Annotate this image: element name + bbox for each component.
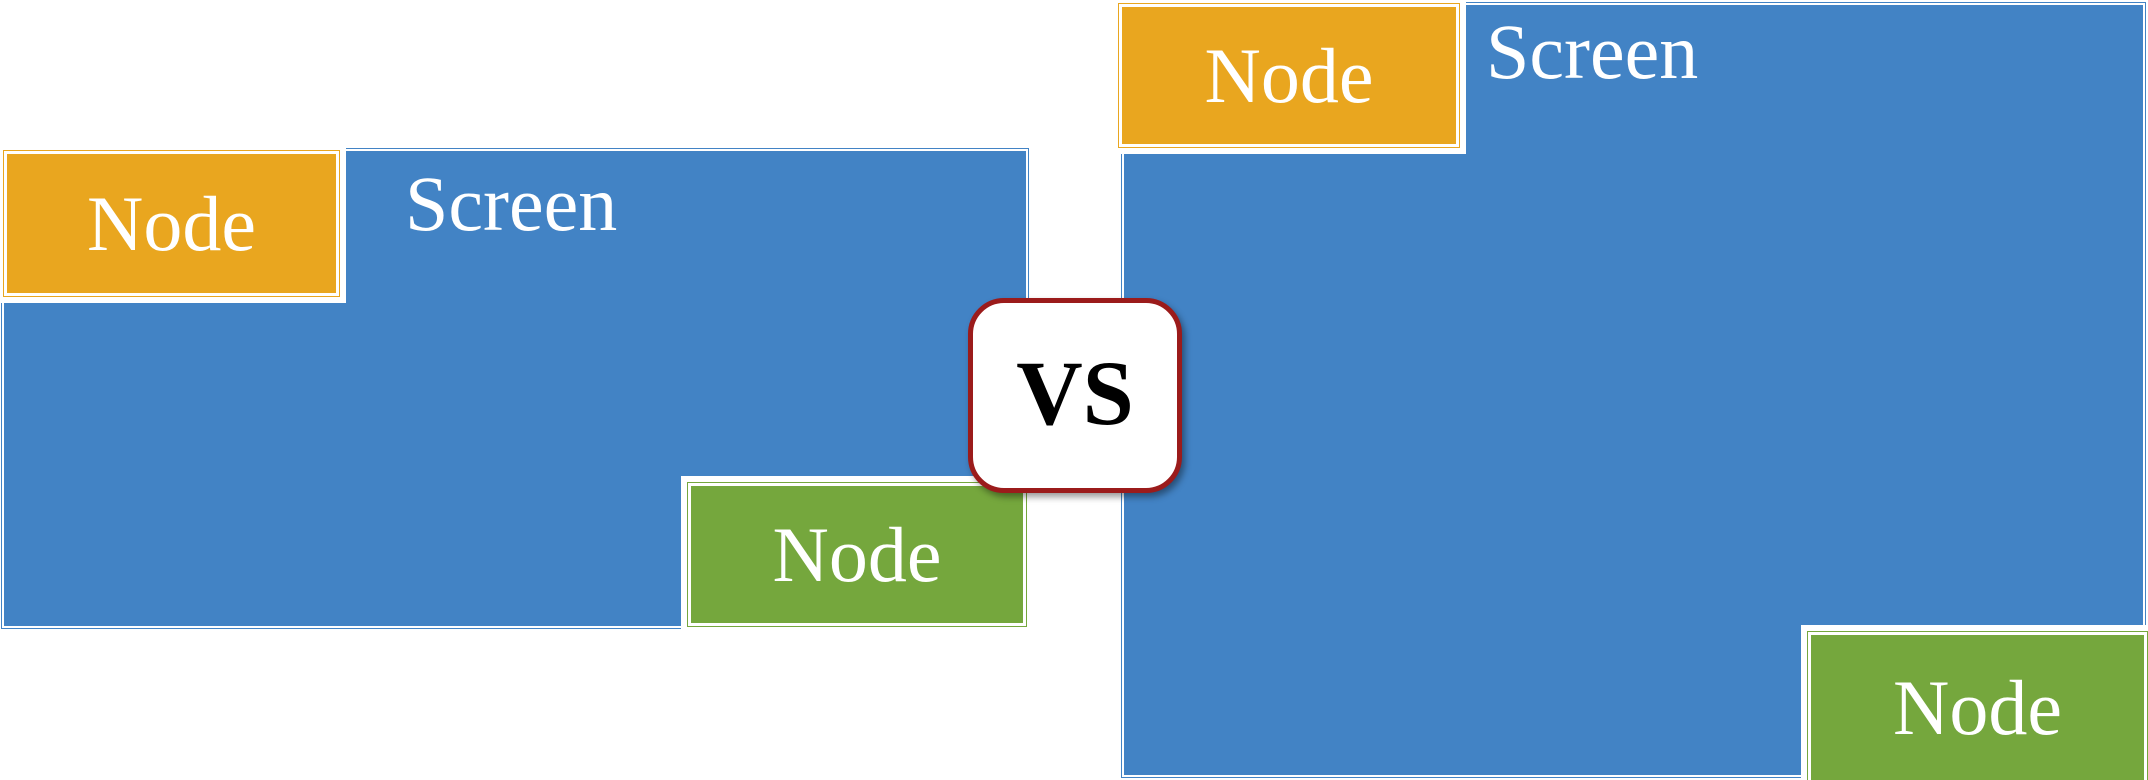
left-top-node-orange: Node (3, 150, 340, 297)
right-bottom-node-label: Node (1893, 664, 2062, 751)
right-screen-label: Screen (1486, 8, 1699, 95)
left-bottom-node-green: Node (687, 482, 1027, 627)
right-top-node-orange: Node (1118, 3, 1460, 148)
left-top-node-label: Node (87, 179, 256, 267)
vs-badge-label: VS (1016, 341, 1134, 444)
right-bottom-node-green: Node (1807, 631, 2148, 780)
vs-badge: VS (968, 298, 1182, 493)
left-bottom-node-label: Node (772, 510, 942, 598)
left-screen-label: Screen (405, 160, 618, 247)
right-top-node-label: Node (1204, 31, 1374, 119)
